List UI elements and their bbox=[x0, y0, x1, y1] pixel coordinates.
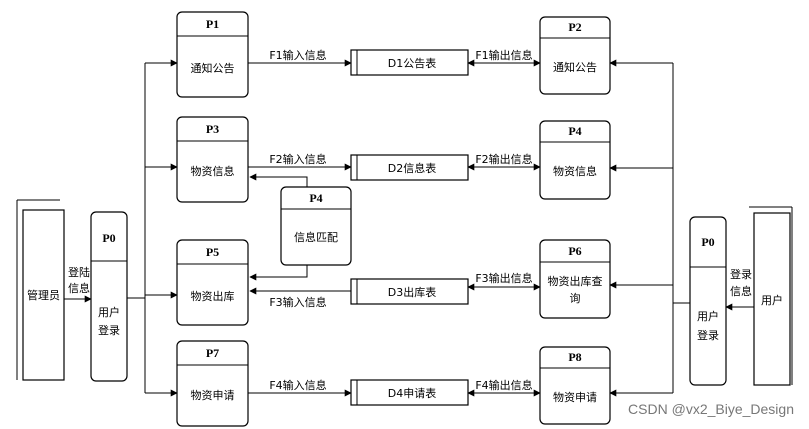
entity-admin-label: 管理员 bbox=[27, 288, 60, 302]
flow-f4-out-label: F4输出信息 bbox=[475, 378, 532, 392]
flow-f2-out-label: F2输出信息 bbox=[475, 152, 532, 166]
entity-user-box bbox=[753, 212, 791, 386]
flow-f3-out-label: F3输出信息 bbox=[475, 271, 532, 285]
process-p1: P1 通知公告 bbox=[176, 11, 249, 98]
process-p2-id: P2 bbox=[568, 20, 581, 34]
process-p4-center-id: P4 bbox=[309, 191, 322, 205]
process-p0-right-label-line2: 登录 bbox=[697, 328, 719, 342]
process-p8: P8 物资申请 bbox=[539, 346, 611, 425]
process-p8-id: P8 bbox=[568, 350, 581, 364]
watermark-text: CSDN @vx2_Biye_Design bbox=[628, 401, 794, 417]
process-p0-left-label-line1: 用户 bbox=[98, 305, 120, 319]
flow-f4-in-label: F4输入信息 bbox=[269, 378, 326, 392]
process-p0-left: P0 用户 登录 bbox=[90, 211, 128, 382]
store-d1-label: D1公告表 bbox=[388, 56, 436, 70]
process-p6-id: P6 bbox=[568, 244, 581, 258]
process-p0-right-id: P0 bbox=[701, 235, 714, 249]
user-login-label-line1: 登录 bbox=[730, 267, 752, 281]
process-p5-id: P5 bbox=[206, 245, 219, 259]
process-p1-id: P1 bbox=[206, 17, 219, 31]
store-d1: D1公告表 bbox=[350, 49, 469, 76]
entity-admin-box bbox=[22, 209, 65, 381]
process-p6-label-line1: 物资出库查 bbox=[548, 274, 603, 288]
admin-login-label-line1: 登陆 bbox=[68, 265, 90, 279]
process-p7-label: 物资申请 bbox=[191, 388, 235, 402]
process-p1-label: 通知公告 bbox=[191, 61, 235, 75]
flow-f1-out-label: F1输出信息 bbox=[475, 48, 532, 62]
process-p4-right-label: 物资信息 bbox=[553, 164, 597, 178]
process-p5: P5 物资出库 bbox=[176, 239, 249, 326]
process-p3-label: 物资信息 bbox=[191, 164, 235, 178]
process-p4-right-id: P4 bbox=[568, 124, 581, 138]
store-d2-label: D2信息表 bbox=[388, 161, 436, 175]
flow-f1-in-label: F1输入信息 bbox=[269, 48, 326, 62]
process-p6: P6 物资出库查 询 bbox=[539, 239, 611, 319]
process-p2: P2 通知公告 bbox=[539, 16, 611, 95]
process-p8-label: 物资申请 bbox=[553, 390, 597, 404]
process-p0-left-id: P0 bbox=[102, 231, 115, 245]
store-d3: D3出库表 bbox=[350, 278, 469, 305]
process-p4-center: P4 信息匹配 bbox=[280, 186, 352, 266]
process-p4-right: P4 物资信息 bbox=[539, 120, 611, 200]
process-p0-right-label-line1: 用户 bbox=[697, 309, 719, 323]
process-p4-center-label: 信息匹配 bbox=[294, 230, 338, 244]
process-p3: P3 物资信息 bbox=[176, 116, 249, 203]
process-p0-left-label-line2: 登录 bbox=[98, 323, 120, 337]
store-d3-label: D3出库表 bbox=[388, 285, 436, 299]
store-d4: D4申请表 bbox=[350, 379, 469, 406]
entity-user-label: 用户 bbox=[761, 293, 783, 307]
process-p2-label: 通知公告 bbox=[553, 60, 597, 74]
process-p0-left-box bbox=[90, 211, 128, 382]
process-p7: P7 物资申请 bbox=[176, 340, 249, 427]
flow-f3-in-label: F3输入信息 bbox=[269, 295, 326, 309]
process-p6-label-line2: 询 bbox=[570, 292, 581, 305]
process-p0-right-box bbox=[689, 216, 727, 386]
process-p0-right: P0 用户 登录 bbox=[689, 216, 727, 386]
process-p7-id: P7 bbox=[206, 346, 219, 360]
user-login-label-line2: 信息 bbox=[730, 284, 752, 298]
admin-login-label-line2: 信息 bbox=[68, 281, 90, 295]
entity-user: 用户 bbox=[749, 206, 793, 386]
entity-admin: 管理员 bbox=[16, 199, 65, 381]
process-p5-label: 物资出库 bbox=[191, 289, 235, 303]
store-d4-label: D4申请表 bbox=[388, 386, 436, 400]
flow-f2-in-label: F2输入信息 bbox=[269, 152, 326, 166]
store-d2: D2信息表 bbox=[350, 154, 469, 181]
process-p3-id: P3 bbox=[206, 122, 219, 136]
